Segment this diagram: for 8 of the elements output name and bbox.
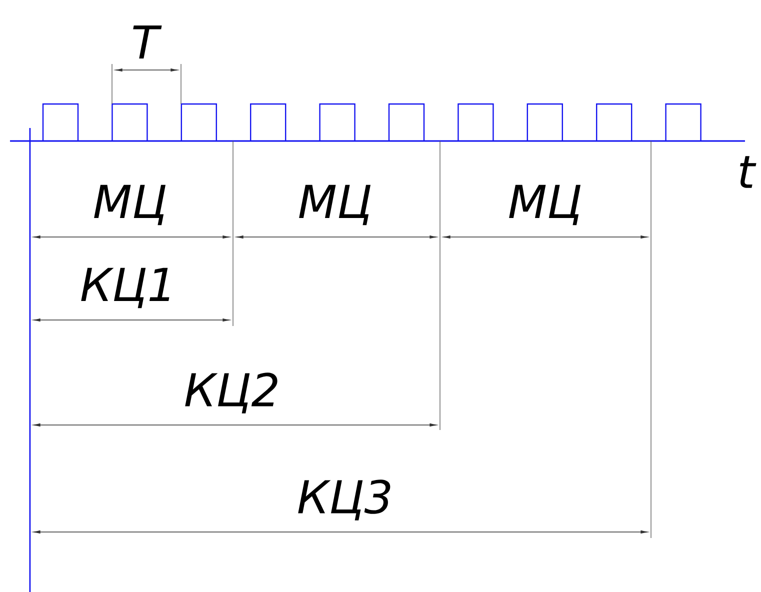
dimension-label: КЦ3	[298, 480, 390, 520]
axis-label: T	[133, 25, 162, 59]
dimension-label: МЦ	[94, 184, 166, 226]
dimension-label: МЦ	[509, 184, 580, 226]
axis-label: t	[740, 156, 756, 188]
dimension-label: КЦ2	[185, 372, 278, 414]
dimension-label: МЦ	[299, 184, 371, 226]
dimension-label: КЦ1	[81, 268, 170, 308]
